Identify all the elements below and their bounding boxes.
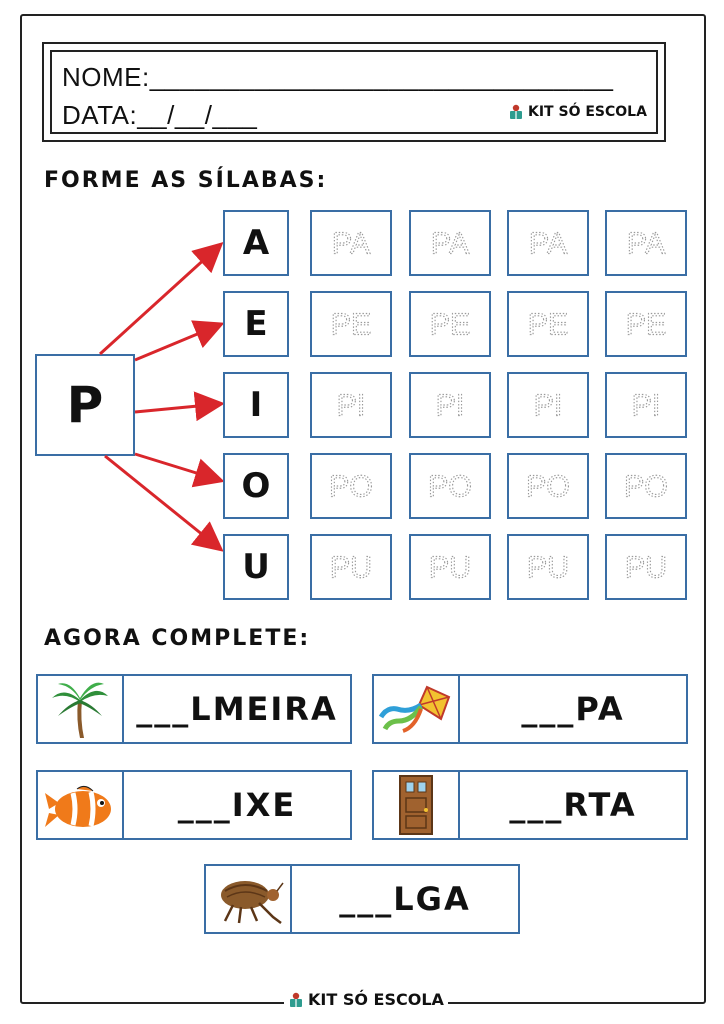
door-icon	[374, 772, 460, 838]
kite-icon	[374, 676, 460, 742]
consonant-box: P	[35, 354, 135, 456]
vowel-letter: I	[249, 385, 263, 425]
trace-box[interactable]: PO	[310, 453, 392, 519]
trace-box[interactable]: PA	[507, 210, 589, 276]
trace-box[interactable]: PI	[507, 372, 589, 438]
vowel-letter: A	[242, 223, 270, 263]
complete-word-pulga: ___LGA	[339, 880, 471, 918]
trace-box[interactable]: PA	[310, 210, 392, 276]
trace-box[interactable]: PE	[605, 291, 687, 357]
trace-syllable: PE	[430, 307, 471, 341]
trace-syllable: PU	[527, 550, 569, 584]
vowel-letter: E	[244, 304, 268, 344]
trace-box[interactable]: PU	[310, 534, 392, 600]
footer-logo: KIT SÓ ESCOLA	[284, 990, 448, 1009]
trace-box[interactable]: PI	[409, 372, 491, 438]
trace-syllable: PA	[431, 226, 470, 260]
trace-syllable: PI	[534, 388, 563, 422]
trace-syllable: PU	[625, 550, 667, 584]
trace-syllable: PA	[627, 226, 666, 260]
trace-box[interactable]: PU	[605, 534, 687, 600]
complete-card-palmeira: ___LMEIRA	[36, 674, 352, 744]
trace-syllable: PO	[329, 469, 373, 503]
complete-card-pipa: ___PA	[372, 674, 688, 744]
trace-box[interactable]: PI	[310, 372, 392, 438]
vowel-box: U	[223, 534, 289, 600]
date-field-label: DATA:__/__/___	[62, 100, 258, 130]
name-field-label: NOME:_______________________________	[62, 62, 614, 92]
complete-card-peixe: ___IXE	[36, 770, 352, 840]
vowel-letter: O	[241, 466, 271, 506]
trace-syllable: PI	[337, 388, 366, 422]
trace-syllable: PU	[330, 550, 372, 584]
header-logo-text: KIT SÓ ESCOLA	[528, 104, 647, 120]
trace-box[interactable]: PO	[507, 453, 589, 519]
footer-logo-text: KIT SÓ ESCOLA	[308, 990, 444, 1009]
trace-syllable: PO	[526, 469, 570, 503]
flea-icon	[206, 866, 292, 932]
vowel-letter: U	[242, 547, 270, 587]
trace-box[interactable]: PE	[409, 291, 491, 357]
trace-syllable: PU	[429, 550, 471, 584]
complete-card-porta: ___RTA	[372, 770, 688, 840]
trace-syllable: PE	[626, 307, 667, 341]
trace-box[interactable]: PA	[605, 210, 687, 276]
trace-box[interactable]: PO	[409, 453, 491, 519]
fish-icon	[38, 772, 124, 838]
trace-box[interactable]: PA	[409, 210, 491, 276]
trace-syllable: PE	[528, 307, 569, 341]
book-logo-icon	[508, 104, 524, 120]
vowel-box: O	[223, 453, 289, 519]
trace-box[interactable]: PE	[310, 291, 392, 357]
header-inner-border	[50, 50, 658, 134]
section-title-form-syllables: FORME AS SÍLABAS:	[44, 168, 328, 193]
trace-syllable: PI	[632, 388, 661, 422]
trace-box[interactable]: PU	[409, 534, 491, 600]
complete-word-porta: ___RTA	[509, 786, 637, 824]
trace-syllable: PE	[331, 307, 372, 341]
trace-box[interactable]: PE	[507, 291, 589, 357]
trace-syllable: PA	[529, 226, 568, 260]
complete-word-palmeira: ___LMEIRA	[136, 690, 338, 728]
vowel-box: I	[223, 372, 289, 438]
trace-syllable: PA	[332, 226, 371, 260]
vowel-box: A	[223, 210, 289, 276]
trace-syllable: PI	[436, 388, 465, 422]
complete-card-pulga: ___LGA	[204, 864, 520, 934]
section-title-complete: AGORA COMPLETE:	[44, 626, 311, 651]
vowel-box: E	[223, 291, 289, 357]
trace-syllable: PO	[428, 469, 472, 503]
complete-word-peixe: ___IXE	[177, 786, 297, 824]
trace-syllable: PO	[624, 469, 668, 503]
complete-word-pipa: ___PA	[521, 690, 625, 728]
trace-box[interactable]: PO	[605, 453, 687, 519]
consonant-letter: P	[66, 376, 104, 434]
trace-box[interactable]: PI	[605, 372, 687, 438]
header-outer-border	[42, 42, 666, 142]
book-logo-icon	[288, 992, 304, 1008]
trace-box[interactable]: PU	[507, 534, 589, 600]
palm-tree-icon	[38, 676, 124, 742]
header-logo: KIT SÓ ESCOLA	[508, 104, 647, 120]
